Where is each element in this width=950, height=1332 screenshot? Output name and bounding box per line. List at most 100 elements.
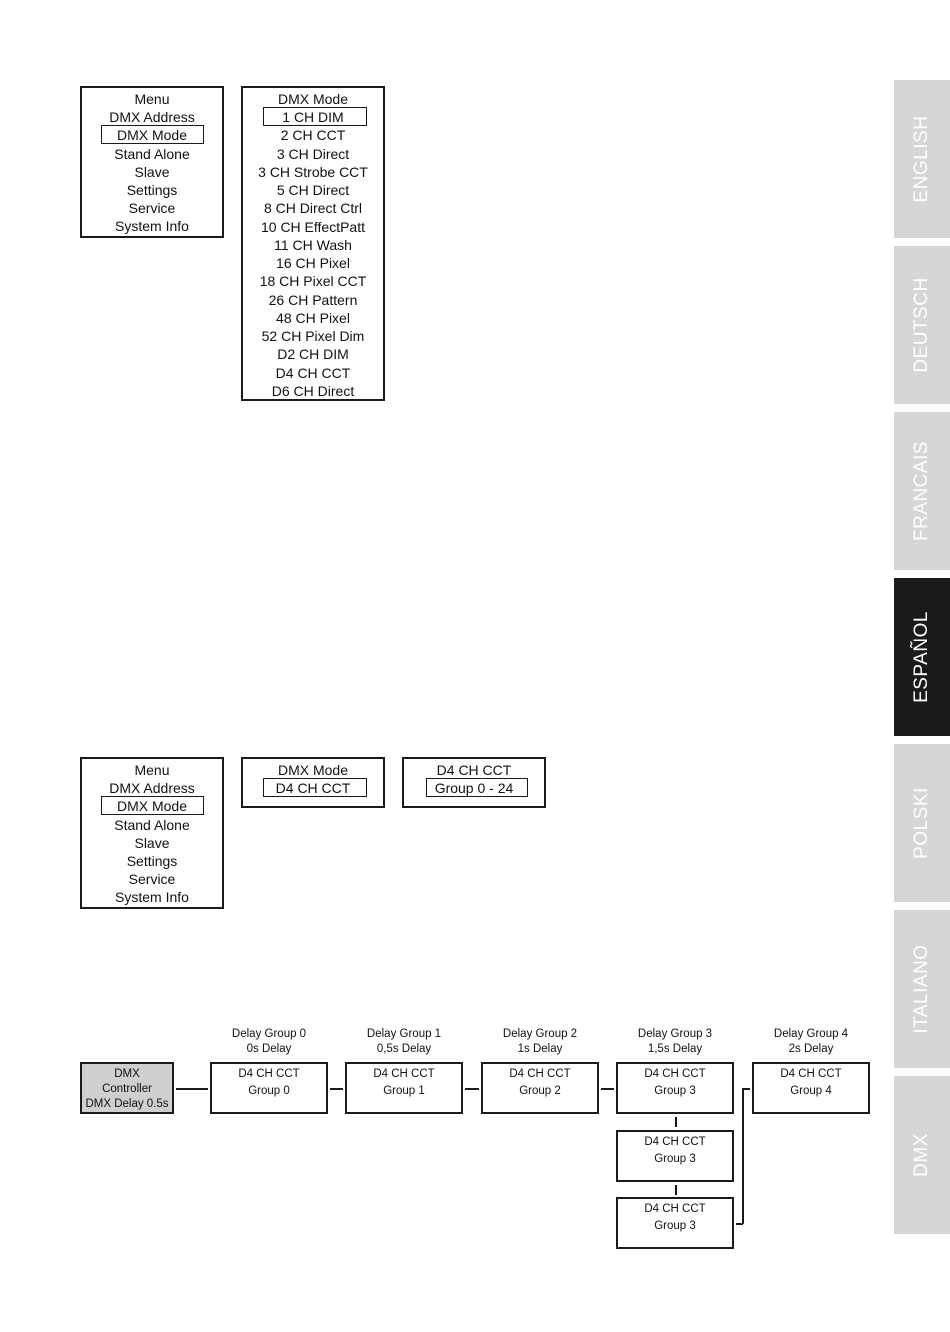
tab-polski[interactable]: POLSKI: [894, 744, 950, 902]
fixture-group: Group 1: [383, 1085, 425, 1097]
connector-line: [176, 1088, 208, 1090]
dmx-controller-box: DMX Controller DMX Delay 0.5s: [80, 1062, 174, 1114]
fixture-group: Group 4: [790, 1085, 832, 1097]
fixture-box-group-3c: D4 CH CCT Group 3: [616, 1197, 734, 1249]
fixture-box-group-3: D4 CH CCT Group 3: [616, 1062, 734, 1114]
tab-deutsch[interactable]: DEUTSCH: [894, 246, 950, 404]
menu-item-dmx-address[interactable]: DMX Address: [109, 109, 195, 125]
mode-selection-highlight: [263, 107, 367, 126]
fixture-group: Group 3: [654, 1085, 696, 1097]
caption-line: Delay Group 0: [231, 1028, 307, 1040]
tab-italiano[interactable]: ITALIANO: [894, 910, 950, 1068]
fixture-group: Group 3: [654, 1153, 696, 1165]
fixture-mode: D4 CH CCT: [373, 1068, 435, 1080]
tab-label: ENGLISH: [911, 115, 932, 203]
mode-item[interactable]: 48 CH Pixel: [276, 310, 350, 326]
connector-line: [465, 1088, 479, 1090]
tab-francais[interactable]: FRANCAIS: [894, 412, 950, 570]
connector-line: [742, 1088, 750, 1090]
mode-item[interactable]: 18 CH Pixel CCT: [259, 273, 367, 289]
tab-label: DEUTSCH: [911, 277, 932, 373]
menu-title: Menu: [134, 762, 170, 778]
group-selection-highlight: [426, 778, 528, 797]
menu-item-system-info[interactable]: System Info: [115, 889, 189, 905]
fixture-group: Group 2: [519, 1085, 561, 1097]
caption-line: Delay Group 2: [502, 1028, 578, 1040]
mode-item[interactable]: D2 CH DIM: [277, 346, 349, 362]
menu-title: Menu: [134, 91, 170, 107]
fixture-box-group-1: D4 CH CCT Group 1: [345, 1062, 463, 1114]
menu-item-settings[interactable]: Settings: [126, 182, 178, 198]
menu-item-dmx-address[interactable]: DMX Address: [109, 780, 195, 796]
caption-line: 1s Delay: [517, 1043, 563, 1055]
connector-line: [736, 1223, 743, 1225]
fixture-box-group-2: D4 CH CCT Group 2: [481, 1062, 599, 1114]
mode-item[interactable]: 10 CH EffectPatt: [260, 219, 365, 235]
main-menu-panel: Menu DMX Address DMX Mode Stand Alone Sl…: [80, 86, 224, 238]
fixture-box-group-3b: D4 CH CCT Group 3: [616, 1130, 734, 1182]
mode-item[interactable]: D4 CH CCT: [275, 365, 351, 381]
fixture-box-group-4: D4 CH CCT Group 4: [752, 1062, 870, 1114]
fixture-mode: D4 CH CCT: [780, 1068, 842, 1080]
menu-selection-highlight: [101, 796, 204, 815]
delay-caption-0: Delay Group 0 0s Delay: [210, 1027, 328, 1057]
caption-line: Delay Group 1: [366, 1028, 442, 1040]
delay-caption-3: Delay Group 3 1,5s Delay: [616, 1027, 734, 1057]
mode-item[interactable]: 11 CH Wash: [274, 237, 352, 253]
tab-label: POLSKI: [911, 787, 932, 859]
connector-line: [675, 1117, 677, 1127]
menu-item-settings[interactable]: Settings: [126, 853, 178, 869]
tab-dmx[interactable]: DMX: [894, 1076, 950, 1234]
dmx-mode-title: DMX Mode: [277, 762, 349, 778]
caption-line: Delay Group 3: [637, 1028, 713, 1040]
dmx-mode-selected-panel: DMX Mode D4 CH CCT: [241, 757, 385, 808]
menu-item-dmx-mode[interactable]: DMX Mode: [116, 127, 188, 143]
mode-item[interactable]: 52 CH Pixel Dim: [261, 328, 365, 344]
tab-espanol[interactable]: ESPAÑOL: [894, 578, 950, 736]
mode-item[interactable]: 3 CH Direct: [276, 146, 350, 162]
caption-line: Delay Group 4: [773, 1028, 849, 1040]
caption-line: 0s Delay: [246, 1043, 292, 1055]
menu-item-dmx-mode[interactable]: DMX Mode: [116, 798, 188, 814]
mode-item[interactable]: 16 CH Pixel: [276, 255, 350, 271]
mode-item[interactable]: 2 CH CCT: [280, 127, 346, 143]
fixture-group: Group 3: [654, 1220, 696, 1232]
group-panel: D4 CH CCT Group 0 - 24: [402, 757, 546, 808]
tab-label: ESPAÑOL: [911, 611, 932, 703]
controller-line: Controller: [102, 1083, 152, 1095]
dmx-mode-list-panel: DMX Mode 1 CH DIM 2 CH CCT 3 CH Direct 3…: [241, 86, 385, 401]
controller-line: DMX Delay 0.5s: [85, 1098, 169, 1110]
tab-english[interactable]: ENGLISH: [894, 80, 950, 238]
group-value[interactable]: Group 0 - 24: [434, 780, 514, 796]
menu-selection-highlight: [101, 125, 204, 144]
menu-item-slave[interactable]: Slave: [134, 835, 170, 851]
connector-line: [330, 1088, 343, 1090]
group-panel-title: D4 CH CCT: [436, 762, 512, 778]
caption-line: 1,5s Delay: [647, 1043, 703, 1055]
tab-label: FRANCAIS: [911, 440, 932, 542]
tab-label: ITALIANO: [911, 944, 932, 1034]
dmx-mode-value[interactable]: D4 CH CCT: [275, 780, 351, 796]
mode-item[interactable]: 8 CH Direct Ctrl: [263, 200, 362, 216]
mode-selection-highlight: [263, 778, 367, 797]
connector-line: [601, 1088, 614, 1090]
mode-item[interactable]: 5 CH Direct: [276, 182, 350, 198]
menu-item-stand-alone[interactable]: Stand Alone: [114, 817, 190, 833]
delay-caption-4: Delay Group 4 2s Delay: [752, 1027, 870, 1057]
menu-item-system-info[interactable]: System Info: [115, 218, 189, 234]
mode-item[interactable]: D6 CH Direct: [271, 383, 355, 399]
fixture-mode: D4 CH CCT: [644, 1068, 706, 1080]
mode-item[interactable]: 1 CH DIM: [282, 109, 344, 125]
fixture-mode: D4 CH CCT: [644, 1203, 706, 1215]
mode-item[interactable]: 3 CH Strobe CCT: [258, 164, 368, 180]
menu-item-slave[interactable]: Slave: [134, 164, 170, 180]
fixture-group: Group 0: [248, 1085, 290, 1097]
mode-item[interactable]: 26 CH Pattern: [268, 292, 358, 308]
connector-line: [742, 1088, 744, 1224]
fixture-mode: D4 CH CCT: [238, 1068, 300, 1080]
menu-item-service[interactable]: Service: [128, 871, 176, 887]
menu-item-service[interactable]: Service: [128, 200, 176, 216]
menu-item-stand-alone[interactable]: Stand Alone: [114, 146, 190, 162]
fixture-mode: D4 CH CCT: [509, 1068, 571, 1080]
delay-caption-1: Delay Group 1 0,5s Delay: [345, 1027, 463, 1057]
